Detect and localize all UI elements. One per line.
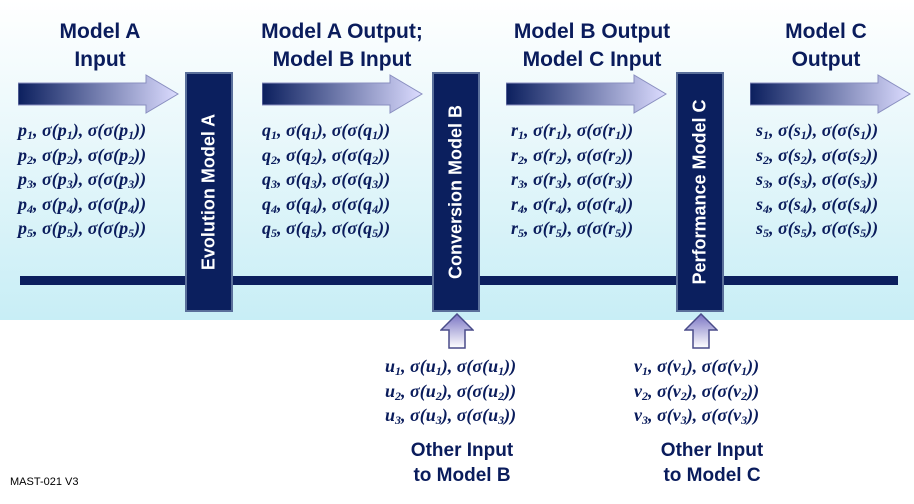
label-line: Other Input	[410, 440, 514, 461]
value-list-s: s1, σ(s1), σ(σ(s1))s2, σ(s2), σ(σ(s2))s3…	[756, 118, 878, 241]
up-arrow-icon	[684, 313, 718, 349]
value-expression: q1, σ(q1), σ(σ(q1))	[262, 120, 391, 142]
header-line: Output	[791, 48, 861, 71]
value-expression: v1, σ(v1), σ(σ(v1))	[634, 356, 760, 378]
label-line: Other Input	[660, 440, 764, 461]
header-line: Model B Input	[272, 48, 412, 71]
value-expression: p4, σ(p4), σ(σ(p4))	[18, 193, 147, 216]
value-list-q: q1, σ(q1), σ(σ(q1))q2, σ(q2), σ(σ(q2))q3…	[262, 118, 390, 241]
header-line: Model C Input	[522, 48, 662, 71]
value-expression: q5, σ(q5), σ(σ(q5))	[262, 218, 391, 240]
value-expression: u2, σ(u2), σ(σ(u2))	[385, 380, 517, 403]
value-expression: p5, σ(p5), σ(σ(p5))	[18, 218, 147, 240]
header-line: Model A	[59, 20, 141, 43]
header-line: Input	[74, 48, 126, 71]
model-box-evolution-a: Evolution Model A	[185, 72, 233, 312]
header-line: Model B Output	[513, 20, 671, 43]
other-input-label-b: Other Input to Model B	[370, 438, 554, 488]
flow-arrow-icon	[506, 74, 667, 114]
other-input-label-c: Other Input to Model C	[620, 438, 804, 488]
header-line: Model A Output;	[261, 20, 423, 43]
value-expression: s1, σ(s1), σ(σ(s1))	[756, 120, 879, 142]
value-expression: s5, σ(s5), σ(σ(s5))	[756, 218, 879, 240]
header-model-c-output: Model C Output	[766, 18, 886, 74]
value-expression: u3, σ(u3), σ(σ(u3))	[385, 405, 517, 427]
value-expression: q4, σ(q4), σ(σ(q4))	[262, 193, 391, 216]
value-expression: p2, σ(p2), σ(σ(p2))	[18, 144, 147, 167]
footer-id: MAST-021 V3	[10, 476, 79, 488]
flow-arrow-icon	[262, 74, 423, 114]
value-expression: r4, σ(r4), σ(σ(r4))	[511, 193, 634, 216]
value-list-p: p1, σ(p1), σ(σ(p1))p2, σ(p2), σ(σ(p2))p3…	[18, 118, 146, 241]
model-box-performance-c: Performance Model C	[676, 72, 724, 312]
model-label: Conversion Model B	[445, 104, 466, 280]
value-expression: r5, σ(r5), σ(σ(r5))	[511, 218, 634, 240]
model-box-conversion-b: Conversion Model B	[432, 72, 480, 312]
value-expression: q3, σ(q3), σ(σ(q3))	[262, 169, 391, 191]
value-expression: q2, σ(q2), σ(σ(q2))	[262, 144, 391, 167]
value-expression: s3, σ(s3), σ(σ(s3))	[756, 169, 879, 191]
header-model-a-input: Model A Input	[40, 18, 160, 74]
model-label: Performance Model C	[689, 99, 710, 285]
value-expression: s4, σ(s4), σ(σ(s4))	[756, 193, 879, 216]
value-list-v: v1, σ(v1), σ(σ(v1))v2, σ(v2), σ(σ(v2))v3…	[634, 354, 759, 428]
value-expression: r2, σ(r2), σ(σ(r2))	[511, 144, 634, 167]
up-arrow-icon	[440, 313, 474, 349]
flow-arrow-icon	[750, 74, 911, 114]
value-expression: v2, σ(v2), σ(σ(v2))	[634, 380, 760, 403]
value-expression: p3, σ(p3), σ(σ(p3))	[18, 169, 147, 191]
header-model-b-output: Model B Output Model C Input	[492, 18, 692, 74]
value-expression: r1, σ(r1), σ(σ(r1))	[511, 120, 634, 142]
label-line: to Model C	[663, 465, 761, 486]
value-list-u: u1, σ(u1), σ(σ(u1))u2, σ(u2), σ(σ(u2))u3…	[385, 354, 516, 428]
value-expression: s2, σ(s2), σ(σ(s2))	[756, 144, 879, 167]
value-list-r: r1, σ(r1), σ(σ(r1))r2, σ(r2), σ(σ(r2))r3…	[511, 118, 633, 241]
value-expression: v3, σ(v3), σ(σ(v3))	[634, 405, 760, 427]
label-line: to Model B	[413, 465, 511, 486]
header-model-a-output: Model A Output; Model B Input	[242, 18, 442, 74]
value-expression: u1, σ(u1), σ(σ(u1))	[385, 356, 517, 378]
header-line: Model C	[785, 20, 867, 43]
model-label: Evolution Model A	[198, 113, 219, 271]
value-expression: r3, σ(r3), σ(σ(r3))	[511, 169, 634, 191]
flow-arrow-icon	[18, 74, 179, 114]
value-expression: p1, σ(p1), σ(σ(p1))	[18, 120, 147, 142]
